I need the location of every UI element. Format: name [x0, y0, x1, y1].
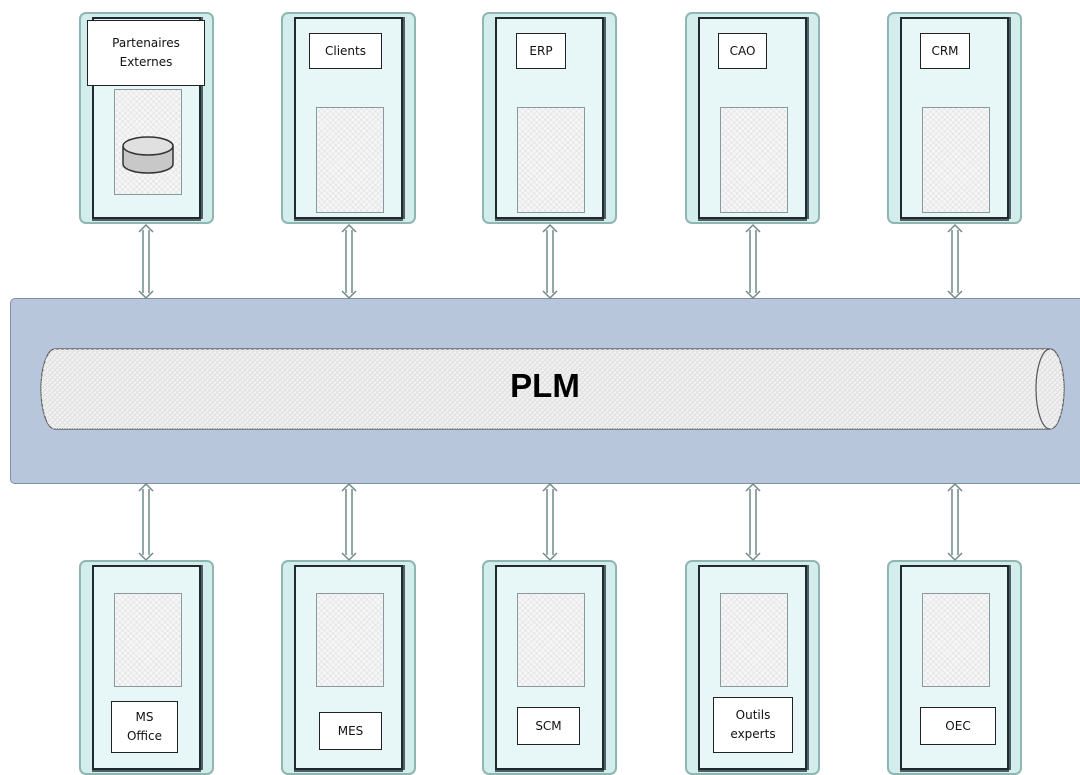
system-label: Outils experts — [713, 697, 793, 753]
node-screen — [517, 107, 585, 213]
plm-label: PLM — [510, 367, 580, 404]
system-node-oec: OEC — [887, 560, 1022, 775]
node-screen — [316, 593, 384, 687]
system-node-cao: CAO — [685, 12, 820, 224]
node-panel — [900, 17, 1009, 219]
node-screen — [720, 107, 788, 213]
system-label: CAO — [718, 33, 767, 69]
node-screen — [922, 107, 990, 213]
system-label: Partenaires Externes — [87, 20, 205, 86]
system-label: SCM — [517, 707, 580, 745]
system-node-crm: CRM — [887, 12, 1022, 224]
node-screen — [316, 107, 384, 213]
node-panel — [698, 17, 807, 219]
node-panel — [495, 565, 604, 770]
system-node-scm: SCM — [482, 560, 617, 775]
system-label: MES — [319, 712, 382, 750]
node-screen — [720, 593, 788, 687]
node-screen — [114, 89, 182, 195]
system-node-clients: Clients — [281, 12, 416, 224]
database-icon — [122, 136, 174, 174]
system-node-partenaires-externes: Partenaires Externes — [79, 12, 214, 224]
system-node-ms-office: MS Office — [79, 560, 214, 775]
system-node-mes: MES — [281, 560, 416, 775]
system-node-outils-experts: Outils experts — [685, 560, 820, 775]
system-label: ERP — [516, 33, 566, 69]
system-label: CRM — [920, 33, 970, 69]
node-screen — [114, 593, 182, 687]
node-screen — [922, 593, 990, 687]
system-label: MS Office — [111, 701, 178, 753]
system-label: Clients — [309, 33, 382, 69]
node-screen — [517, 593, 585, 687]
system-node-erp: ERP — [482, 12, 617, 224]
system-label: OEC — [920, 707, 996, 745]
